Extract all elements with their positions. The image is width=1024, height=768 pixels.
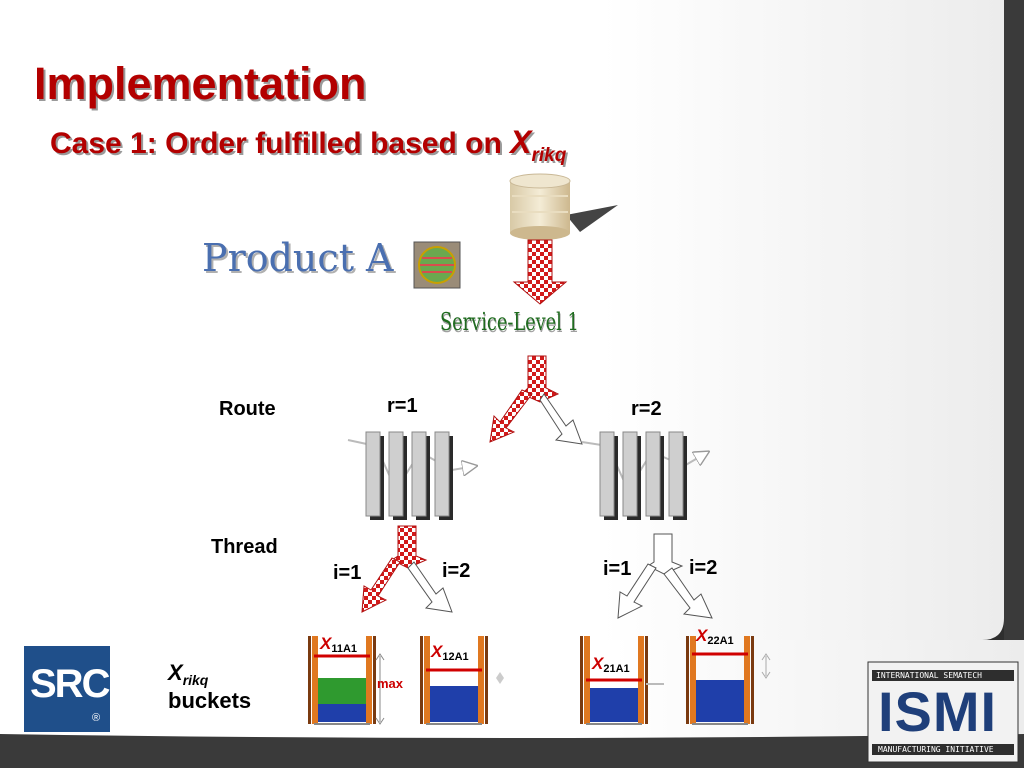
- route-r1-label: r=1: [387, 395, 418, 417]
- ismi-logo-main: ISMI: [878, 680, 998, 743]
- max-label: max: [377, 676, 404, 691]
- thread-r1-i1-arrow-icon: [361, 557, 401, 613]
- thread-r2-i2-label: i=2: [689, 557, 718, 579]
- ismi-logo: [867, 661, 1019, 763]
- subtitle-var: X: [510, 124, 532, 160]
- slide-title: Implementation: [34, 58, 367, 109]
- bucket-sub: 12A1: [442, 651, 469, 663]
- route-split-stem-icon: [521, 355, 560, 403]
- thread-r1-i2-label: i=2: [442, 560, 471, 582]
- product-label: Product A: [202, 236, 394, 280]
- src-logo: [24, 646, 110, 732]
- buckets-word: buckets: [168, 688, 252, 713]
- bucket-x21a1-label: X21A1: [592, 654, 630, 675]
- subtitle-text: Case 1: Order fulfilled based on: [50, 127, 511, 160]
- thread-r1-i2-arrow-icon: [407, 561, 453, 613]
- route2-tool-bank: [581, 431, 708, 520]
- wafer-stock-cylinder-icon: [509, 173, 618, 240]
- bucket-x21a1-icon: [580, 636, 664, 725]
- bucket-x11a1-label: X11A1: [320, 634, 357, 655]
- route-label: Route: [219, 398, 276, 420]
- bucket-var: X: [431, 642, 443, 661]
- bucket-sub: 22A1: [707, 635, 734, 647]
- route2-arrow-icon: [539, 393, 583, 445]
- ismi-logo-bottom: MANUFACTURING INITIATIVE: [878, 745, 994, 754]
- route1-tool-bank: [347, 431, 476, 520]
- wafer-icon: [413, 241, 461, 289]
- bucket-var: X: [320, 634, 332, 653]
- bucket-var: X: [592, 654, 604, 673]
- ismi-logo-top: INTERNATIONAL SEMATECH: [876, 671, 982, 680]
- bucket-x12a1-icon: [420, 636, 504, 725]
- route-r2-label: r=2: [631, 398, 662, 420]
- slide-subtitle: Case 1: Order fulfilled based on Xrikq: [50, 124, 566, 167]
- xrikq-var: X: [168, 660, 183, 685]
- src-logo-mark: ®: [92, 712, 101, 724]
- xrikq-sub: rikq: [182, 672, 209, 688]
- subtitle-subscript: rikq: [531, 145, 567, 166]
- bucket-sub: 21A1: [603, 663, 630, 675]
- thread1-stem-icon: [391, 525, 428, 569]
- service-flow-arrow-icon: [512, 239, 568, 305]
- service-level-label: Service-Level 1: [440, 308, 579, 336]
- bucket-x22a1-label: X22A1: [696, 626, 734, 647]
- bucket-x22a1-icon: [686, 636, 771, 725]
- thread-r1-i1-label: i=1: [333, 562, 362, 584]
- thread-label: Thread: [211, 536, 278, 558]
- bucket-var: X: [696, 626, 708, 645]
- thread-r2-i2-arrow-icon: [663, 567, 713, 619]
- src-logo-text: SRC: [30, 662, 110, 706]
- route1-arrow-icon: [489, 389, 533, 443]
- bucket-x12a1-label: X12A1: [431, 642, 469, 663]
- thread-r2-i1-label: i=1: [603, 558, 632, 580]
- bottom-dark-band: [0, 734, 1024, 768]
- slide-white-panel: [0, 0, 1004, 668]
- bucket-sub: 11A1: [331, 643, 358, 655]
- xrikq-label: Xrikq: [168, 660, 208, 688]
- bucket-x11a1-icon: [308, 636, 385, 725]
- thread-r2-i1-arrow-icon: [617, 563, 657, 619]
